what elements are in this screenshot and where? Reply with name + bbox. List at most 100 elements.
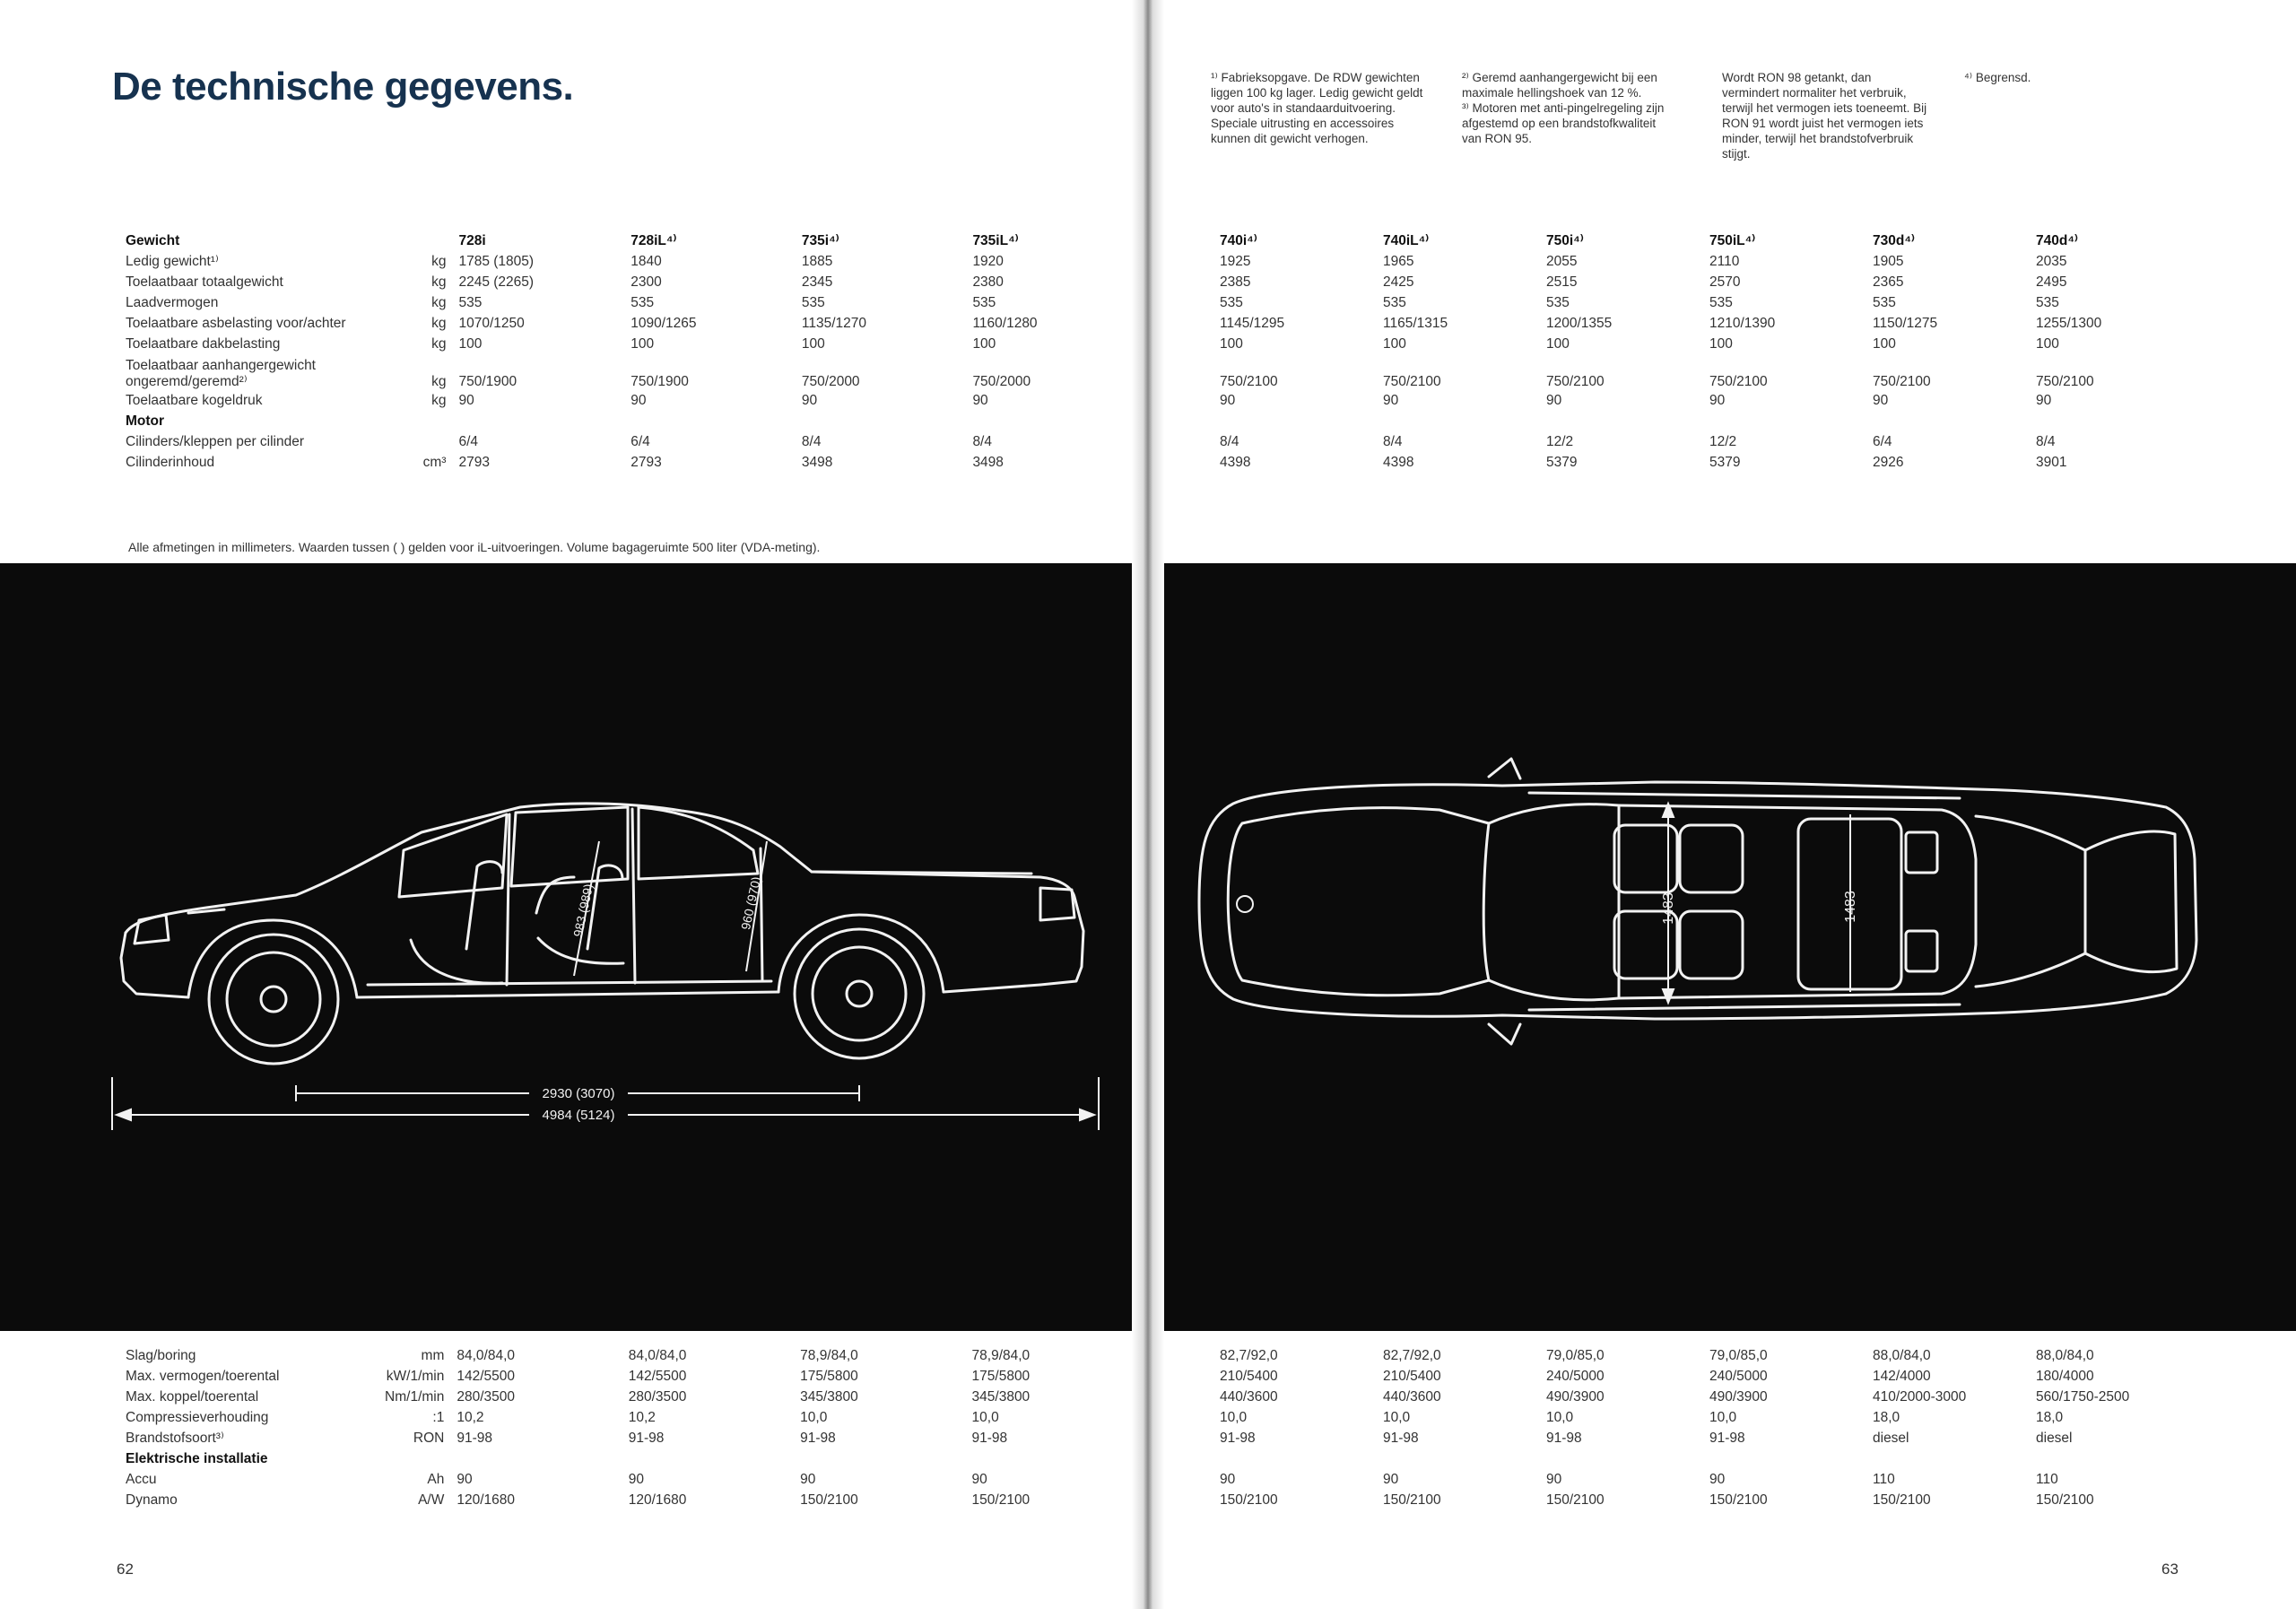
value-cell: 8/4 xyxy=(1220,434,1239,449)
value-cell: 100 xyxy=(1546,336,1570,352)
value-cell: 560/1750-2500 xyxy=(2036,1389,2130,1405)
footnote-2-3: ²⁾ Geremd aanhangergewicht bij een maxim… xyxy=(1462,71,1665,145)
model-header: 750iL⁴⁾ xyxy=(1709,233,1756,248)
row-label: Toelaatbaar aanhangergewicht ongeremd/ge… xyxy=(126,358,316,389)
value-cell: 150/2100 xyxy=(800,1492,858,1508)
value-cell: 91-98 xyxy=(1383,1431,1419,1446)
value-cell: 750/2100 xyxy=(1546,374,1605,389)
value-cell: 490/3900 xyxy=(1709,1389,1768,1405)
front-width-label: 1483 xyxy=(1661,892,1676,925)
value-cell: 3901 xyxy=(2036,455,2067,470)
model-header: 728i xyxy=(458,233,486,248)
side-view-panel: 983 (989) 960 (970) 2930 (3070) 4984 (51… xyxy=(0,563,1132,1331)
value-cell: 2570 xyxy=(1709,274,1741,290)
value-cell: 90 xyxy=(1383,393,1399,408)
value-cell: 90 xyxy=(1709,1472,1726,1487)
value-cell: 100 xyxy=(1873,336,1896,352)
unit-cell: cm³ xyxy=(422,455,447,470)
value-cell: 535 xyxy=(1546,295,1570,310)
value-cell: 2793 xyxy=(631,455,662,470)
value-cell: 175/5800 xyxy=(971,1369,1031,1384)
unit-cell: kg xyxy=(431,336,447,352)
value-cell: 750/2000 xyxy=(972,374,1031,389)
value-cell: 150/2100 xyxy=(1546,1492,1605,1508)
rear-width-label: 1483 xyxy=(1843,891,1858,923)
value-cell: diesel xyxy=(1873,1431,1909,1446)
value-cell: 100 xyxy=(1709,336,1733,352)
value-cell: 2110 xyxy=(1709,254,1740,269)
value-cell: 750/2100 xyxy=(1383,374,1441,389)
length-label: 4984 (5124) xyxy=(543,1108,615,1123)
value-cell: 91-98 xyxy=(1546,1431,1582,1446)
top-view-panel: 1483 1483 xyxy=(1152,563,2296,1331)
value-cell: 280/3500 xyxy=(628,1389,687,1405)
value-cell: 90 xyxy=(2036,393,2052,408)
value-cell: 2055 xyxy=(1546,254,1578,269)
value-cell: 750/1900 xyxy=(631,374,689,389)
table-row: 740i⁴⁾740iL⁴⁾750i⁴⁾750iL⁴⁾730d⁴⁾740d⁴⁾ xyxy=(1220,230,2199,251)
book-gutter xyxy=(1132,0,1164,1609)
value-cell: 90 xyxy=(1220,1472,1236,1487)
value-cell: 150/2100 xyxy=(2036,1492,2094,1508)
value-cell: 490/3900 xyxy=(1546,1389,1605,1405)
car-top-view-drawing: 1483 1483 xyxy=(1197,757,2198,1046)
value-cell: 1965 xyxy=(1383,254,1414,269)
value-cell: 91-98 xyxy=(1709,1431,1745,1446)
unit-cell: kg xyxy=(431,254,447,269)
value-cell: 90 xyxy=(631,393,647,408)
model-header: 735iL⁴⁾ xyxy=(972,233,1019,248)
value-cell: 210/5400 xyxy=(1383,1369,1441,1384)
row-label: Toelaatbare dakbelasting xyxy=(126,336,281,352)
value-cell: 150/2100 xyxy=(1383,1492,1441,1508)
value-cell: 2245 (2265) xyxy=(458,274,535,290)
value-cell: 535 xyxy=(2036,295,2059,310)
value-cell: 120/1680 xyxy=(628,1492,687,1508)
value-cell: 142/4000 xyxy=(1873,1369,1931,1384)
value-cell: 2926 xyxy=(1873,455,1904,470)
rear-height-label: 960 (970) xyxy=(738,875,763,931)
value-cell: 1200/1355 xyxy=(1546,316,1613,331)
value-cell: 535 xyxy=(801,295,825,310)
value-cell: 1135/1270 xyxy=(801,316,867,331)
value-cell: 100 xyxy=(1220,336,1243,352)
value-cell: 210/5400 xyxy=(1220,1369,1278,1384)
value-cell: 8/4 xyxy=(2036,434,2056,449)
value-cell: 3498 xyxy=(972,455,1004,470)
value-cell: 150/2100 xyxy=(1873,1492,1931,1508)
unit-cell: kg xyxy=(431,274,447,290)
value-cell: 8/4 xyxy=(972,434,992,449)
row-label: Toelaatbaar totaalgewicht xyxy=(126,274,283,290)
unit-cell: :1 xyxy=(432,1410,445,1425)
row-label: Cilinderinhoud xyxy=(126,455,215,470)
value-cell: 18,0 xyxy=(2036,1410,2064,1425)
value-cell: 110 xyxy=(2036,1472,2058,1487)
value-cell: 535 xyxy=(1709,295,1733,310)
row-label: Ledig gewicht¹⁾ xyxy=(126,254,219,269)
value-cell: 91-98 xyxy=(800,1431,836,1446)
unit-cell: kg xyxy=(431,295,447,310)
value-cell: 535 xyxy=(458,295,483,310)
spacer-cell xyxy=(1220,1448,1383,1469)
value-cell: 1840 xyxy=(631,254,662,269)
value-cell: 90 xyxy=(801,393,818,408)
row-label: Toelaatbare kogeldruk xyxy=(126,393,263,408)
dimensions-note: Alle afmetingen in millimeters. Waarden … xyxy=(128,540,821,554)
value-cell: 91-98 xyxy=(628,1431,665,1446)
section-heading: Elektrische installatie xyxy=(126,1451,268,1466)
model-header: 740iL⁴⁾ xyxy=(1383,233,1430,248)
